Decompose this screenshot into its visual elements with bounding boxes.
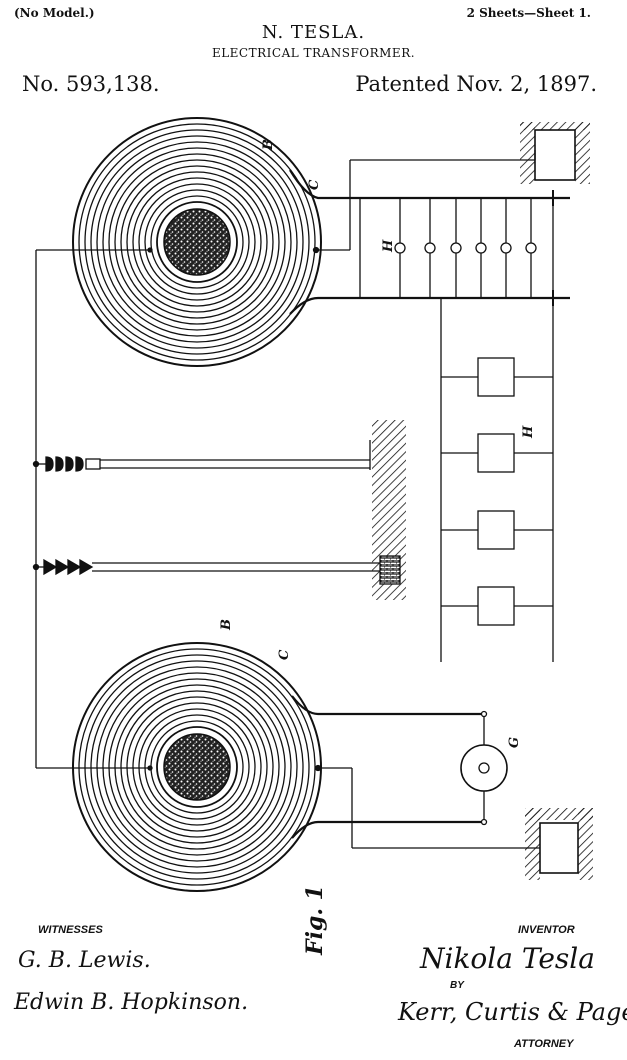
inventor-label: INVENTOR (518, 924, 575, 936)
upper-coil (72, 117, 322, 367)
by-label: BY (450, 980, 464, 991)
witness-2-signature: Edwin B. Hopkinson. (14, 990, 249, 1015)
attorney-signature: Kerr, Curtis & Page. (398, 998, 627, 1026)
inventor-name: N. TESLA. (261, 22, 366, 43)
inventor-signature: Nikola Tesla (420, 942, 595, 975)
ref-b-lower: B (219, 619, 234, 631)
ref-g: G (507, 737, 522, 748)
sheet-count-label: 2 Sheets—Sheet 1. (466, 6, 591, 20)
lower-coil (72, 642, 322, 892)
ref-h-motors: H (521, 425, 536, 439)
motor-boxes (441, 357, 553, 626)
witnesses-label: WITNESSES (38, 924, 103, 936)
witness-1-signature: G. B. Lewis. (18, 948, 151, 973)
patent-number: No. 593,138. (22, 72, 160, 96)
ref-b-upper: B (261, 139, 276, 151)
ref-c-upper: C (307, 179, 322, 190)
figure-label: Fig. 1 (302, 885, 328, 956)
document-title: ELECTRICAL TRANSFORMER. (211, 46, 416, 60)
lower-insulator-line (32, 555, 401, 585)
ref-h-lamps: H (381, 239, 396, 253)
no-model-label: (No Model.) (14, 6, 95, 20)
ref-c-lower: C (277, 649, 292, 660)
attorney-label: ATTORNEY (514, 1038, 574, 1050)
upper-insulator-line (32, 420, 406, 600)
patent-date: Patented Nov. 2, 1897. (355, 72, 597, 96)
